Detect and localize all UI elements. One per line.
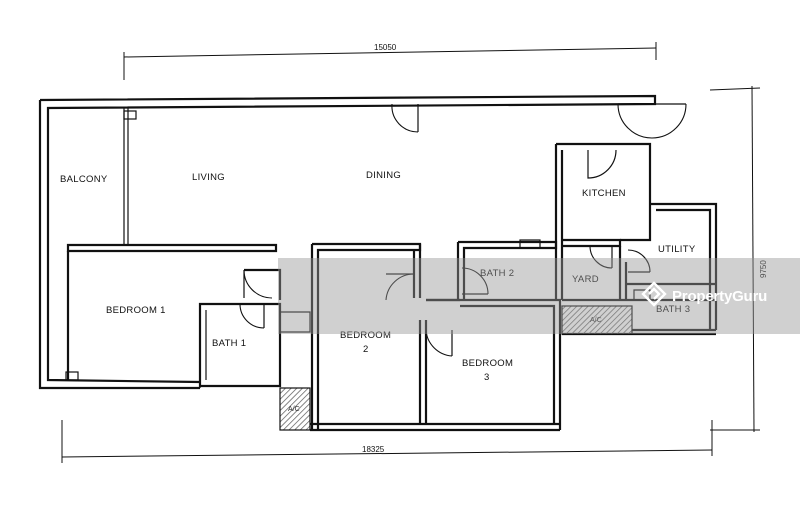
room-label-bedroom-1: BEDROOM 1 — [106, 305, 166, 316]
dimension-bottom: 18325 — [61, 420, 713, 463]
room-label-balcony: BALCONY — [60, 174, 108, 185]
room-label-bath-1: BATH 1 — [212, 338, 246, 349]
dimension-right: 9750 — [709, 85, 768, 433]
ac-ledge-right — [561, 305, 633, 335]
room-label-bedroom-2: BEDROOM — [340, 330, 391, 341]
outer-walls — [38, 94, 657, 390]
room-label-ac-left: A/C — [288, 406, 300, 413]
bedroom-1-walls — [66, 243, 311, 388]
dimension-top: 15050 — [123, 42, 657, 80]
service-walls — [554, 142, 718, 336]
dimension-bottom-label: 18325 — [362, 445, 385, 454]
room-label-living: LIVING — [192, 172, 225, 183]
room-label-utility: UTILITY — [658, 244, 696, 255]
dimension-right-label: 9750 — [759, 260, 768, 278]
room-label-bedroom-3: BEDROOM — [462, 358, 513, 369]
room-label-ac-right: A/C — [590, 317, 602, 324]
room-label-yard: YARD — [572, 274, 599, 285]
watermark-text: PropertyGuru — [672, 287, 768, 305]
entrance-door — [391, 103, 419, 133]
kitchen-curved-door — [617, 103, 687, 139]
room-label-bath-3: BATH 3 — [656, 304, 690, 315]
dimension-top-label: 15050 — [374, 43, 397, 52]
room-label-bedroom-3-number: 3 — [484, 372, 490, 383]
watermark: PropertyGuru — [640, 280, 767, 312]
bedroom-2-walls — [310, 242, 560, 432]
ac-ledge-left — [279, 387, 311, 431]
room-label-bath-2: BATH 2 — [480, 268, 514, 279]
room-label-bedroom-2-number: 2 — [363, 344, 369, 355]
propertyguru-logo-icon — [640, 280, 668, 313]
room-label-dining: DINING — [366, 170, 401, 181]
room-label-kitchen: KITCHEN — [582, 188, 626, 199]
watermark-band — [278, 258, 800, 334]
bedroom-3-walls — [425, 298, 562, 430]
